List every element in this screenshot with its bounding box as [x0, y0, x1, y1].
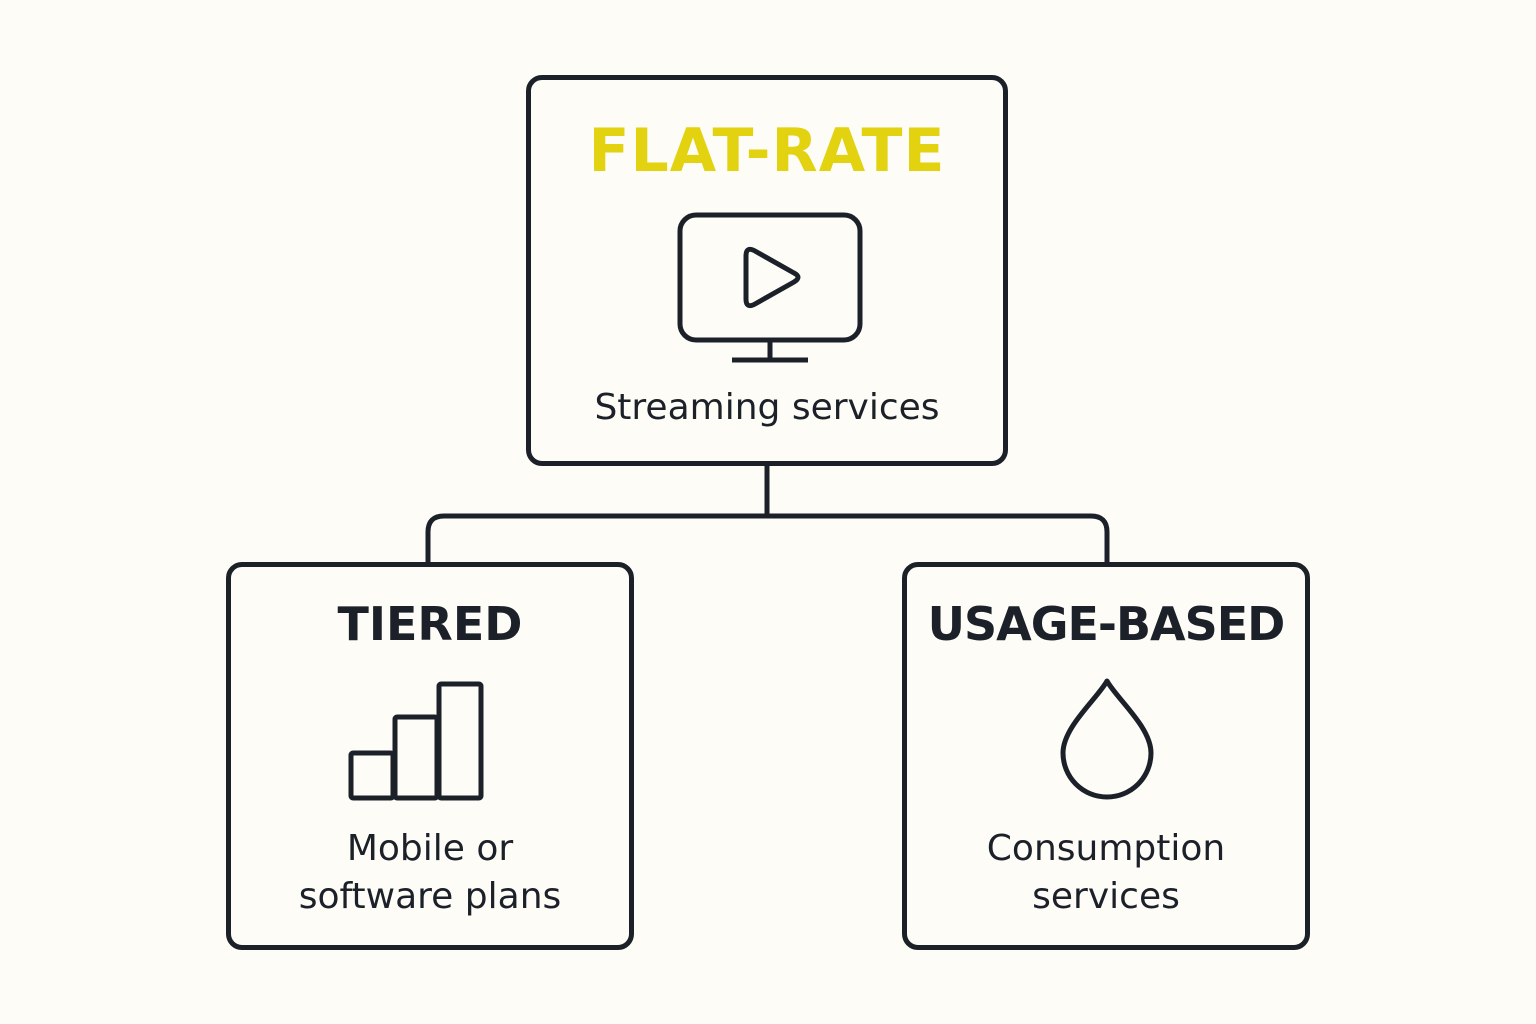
- usage-based-description: Consumption services: [986, 828, 1226, 917]
- bar-chart-steps-icon: [348, 681, 484, 801]
- usage-based-node: USAGE-BASED Consumption services: [902, 562, 1310, 950]
- monitor-play-icon: [677, 212, 863, 363]
- tiered-node: TIERED Mobile or software plans: [226, 562, 634, 950]
- usage-based-title: USAGE-BASED: [927, 597, 1286, 651]
- water-drop-icon: [1060, 678, 1154, 800]
- flat-rate-title: FLAT-RATE: [588, 116, 946, 186]
- flat-rate-node: FLAT-RATE Streaming services: [526, 75, 1008, 466]
- tiered-description: Mobile or software plans: [298, 828, 562, 917]
- tiered-title: TIERED: [337, 597, 523, 651]
- flat-rate-description: Streaming services: [594, 387, 940, 428]
